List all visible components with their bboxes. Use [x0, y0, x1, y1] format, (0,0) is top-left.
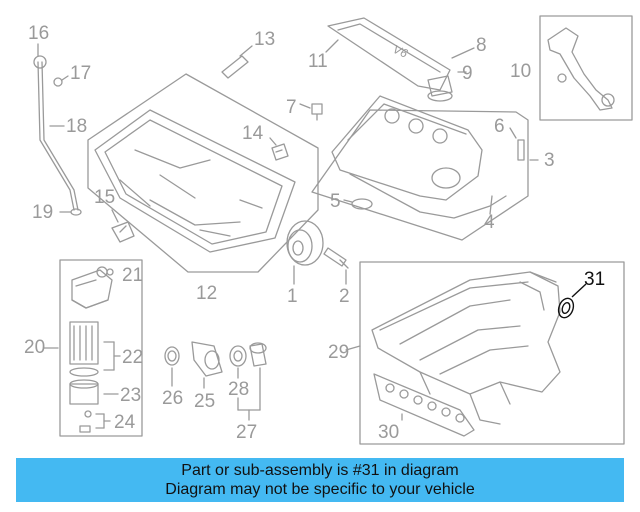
callout-20[interactable]: 20	[24, 337, 46, 358]
callout-31[interactable]: 31	[584, 269, 606, 290]
callout-5[interactable]: 5	[330, 191, 341, 212]
callout-7[interactable]: 7	[286, 97, 297, 118]
callout-3[interactable]: 3	[544, 150, 555, 171]
part-13	[221, 55, 249, 79]
plug-27	[249, 343, 267, 367]
bolt-2	[323, 247, 349, 269]
bolt-7	[311, 103, 323, 121]
filter-element-22	[69, 321, 99, 365]
seal-5	[351, 198, 373, 210]
bolt-6	[517, 139, 525, 161]
banner-line-1: Part or sub-assembly is #31 in diagram	[181, 462, 459, 479]
seal-28	[229, 345, 247, 367]
seal-26	[164, 346, 180, 366]
callout-12[interactable]: 12	[196, 283, 218, 304]
callout-25[interactable]: 25	[194, 391, 216, 412]
parts-diagram: V6 1 2 3 4 5 6 7 8 9 10 11 12 13 14 15 1…	[24, 15, 633, 445]
filter-cap-23	[69, 383, 99, 405]
oil-cap-9	[427, 75, 453, 97]
valve-cover-3	[331, 95, 507, 219]
callout-18[interactable]: 18	[66, 116, 88, 137]
callout-28[interactable]: 28	[228, 379, 250, 400]
callout-29[interactable]: 29	[328, 342, 350, 363]
pulley-1	[286, 220, 324, 266]
callout-21[interactable]: 21	[122, 265, 144, 286]
callout-9[interactable]: 9	[462, 63, 473, 84]
engine-cover-11	[327, 17, 451, 91]
intake-manifold-box-29	[359, 261, 625, 445]
seal-19	[70, 208, 82, 216]
callout-15[interactable]: 15	[94, 187, 116, 208]
oil-pan	[94, 109, 296, 253]
oil-pickup-15	[111, 221, 135, 243]
pcv-box-10	[539, 15, 633, 121]
drain-plug-14	[271, 143, 289, 161]
gasket-31-highlighted	[557, 283, 587, 319]
callout-8[interactable]: 8	[476, 35, 487, 56]
callout-27[interactable]: 27	[236, 422, 258, 443]
callout-16[interactable]: 16	[28, 23, 50, 44]
callout-30[interactable]: 30	[378, 422, 400, 443]
callout-26[interactable]: 26	[162, 388, 184, 409]
callout-2[interactable]: 2	[339, 286, 350, 307]
callout-11[interactable]: 11	[308, 51, 328, 72]
oring-17	[53, 77, 63, 87]
dipstick-16	[37, 61, 75, 211]
callout-4[interactable]: 4	[484, 212, 495, 233]
diagram-info-banner: Part or sub-assembly is #31 in diagram D…	[16, 458, 624, 502]
parts-diagram-drawing: V6	[33, 15, 633, 445]
callout-24[interactable]: 24	[114, 412, 136, 433]
oil-filter-box-20	[59, 259, 143, 437]
oil-pan-group-box	[87, 73, 319, 273]
engine-badge: V6	[391, 42, 410, 61]
callout-22[interactable]: 22	[122, 347, 144, 368]
callout-19[interactable]: 19	[32, 202, 54, 223]
callout-23[interactable]: 23	[120, 385, 142, 406]
callout-1[interactable]: 1	[287, 286, 298, 307]
callout-13[interactable]: 13	[254, 29, 276, 50]
callout-6[interactable]: 6	[494, 116, 505, 137]
intake-manifold	[371, 271, 561, 425]
gasket-30	[373, 373, 475, 437]
callout-14[interactable]: 14	[242, 123, 264, 144]
callout-10[interactable]: 10	[510, 61, 532, 82]
callout-17[interactable]: 17	[70, 63, 92, 84]
housing-25	[191, 341, 223, 377]
valve-cover-group-box	[311, 109, 529, 241]
banner-line-2: Diagram may not be specific to your vehi…	[165, 481, 475, 498]
